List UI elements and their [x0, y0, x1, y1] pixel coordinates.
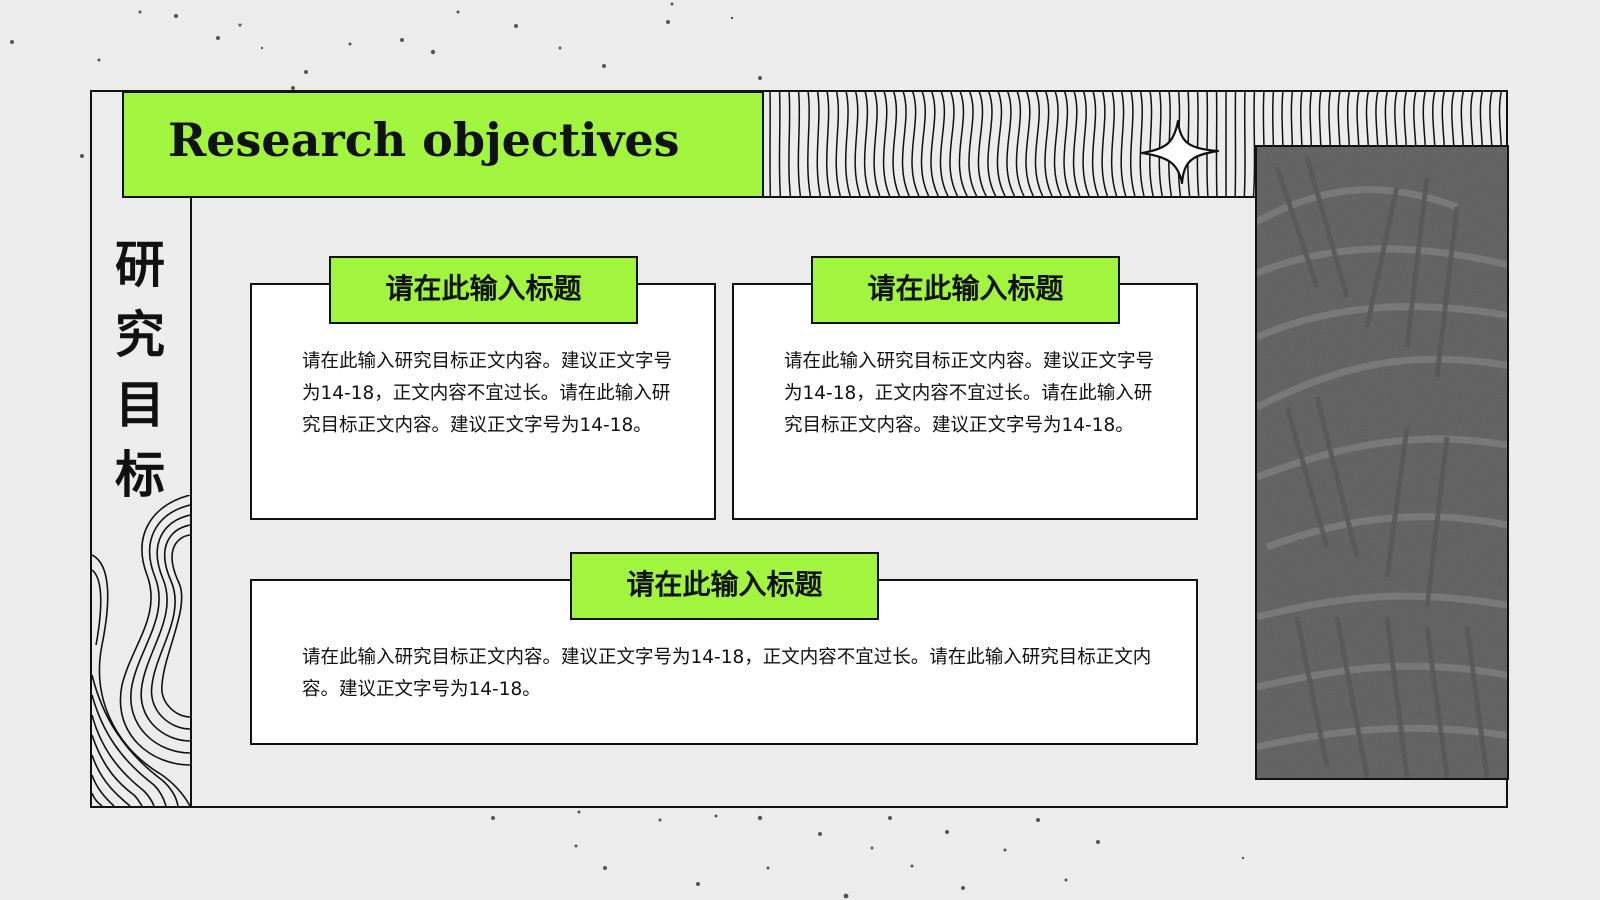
card-3-body: 请在此输入研究目标正文内容。建议正文字号为14-18，正文内容不宜过长。请在此输… — [302, 647, 1152, 700]
title-bar: Research objectives — [122, 91, 764, 198]
sparkle-icon — [1140, 119, 1220, 185]
contour-waves-decoration — [92, 495, 190, 806]
vertical-title: 研究目标 — [115, 236, 165, 504]
card-1-title: 请在此输入标题 — [329, 256, 638, 324]
card-3-title: 请在此输入标题 — [570, 552, 879, 620]
texture-photo — [1255, 145, 1509, 780]
slide-title: Research objectives — [168, 113, 680, 167]
card-2-body: 请在此输入研究目标正文内容。建议正文字号为14-18，正文内容不宜过长。请在此输… — [784, 351, 1155, 436]
card-1-body: 请在此输入研究目标正文内容。建议正文字号为14-18，正文内容不宜过长。请在此输… — [302, 351, 673, 436]
card-2-title: 请在此输入标题 — [811, 256, 1120, 324]
left-strip — [90, 90, 192, 808]
